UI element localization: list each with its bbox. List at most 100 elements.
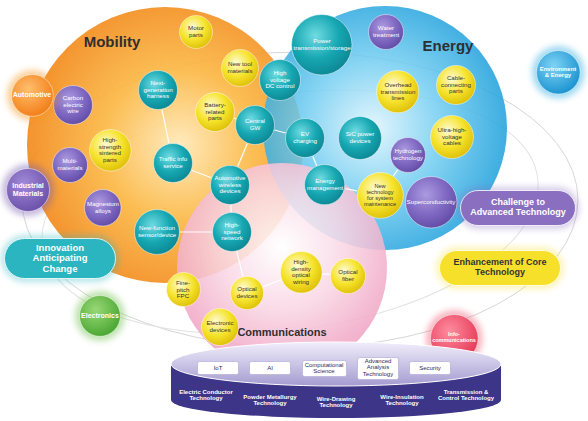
topic-label: Battery-related parts: [201, 102, 230, 122]
topic-circle: Cable-connecting parts: [436, 65, 476, 105]
topic-label: Overhead transmission lines: [380, 82, 415, 102]
circle-title: Mobility: [84, 34, 141, 50]
platform-box: IoT: [197, 361, 239, 375]
topic-label: Power transmission/storage: [293, 38, 350, 51]
topic-circle: Next-generation harness: [138, 70, 178, 110]
circle-fill: [53, 148, 88, 183]
topic-label: Automotive wireless devices: [215, 175, 246, 195]
topic-circle: Central GW: [235, 105, 275, 145]
pill-fill: [440, 251, 561, 286]
circle-fill: [437, 66, 476, 105]
platform-label: Security: [412, 365, 448, 371]
circle-fill: [339, 117, 382, 160]
topic-label: Cable-connecting parts: [441, 75, 471, 95]
circle-fill: [369, 15, 404, 50]
glow-halo: [7, 70, 58, 121]
topic-label: New tool materials: [226, 61, 254, 74]
core-technology-label: Wire-Drawing Technology: [303, 396, 369, 409]
field-circle: Environment & Energy: [536, 50, 581, 95]
circle-fill: [391, 138, 426, 173]
circle-fill: [196, 93, 235, 132]
topic-circle: Superconductivity: [405, 176, 457, 228]
field-label: Electronics: [81, 312, 119, 320]
technology-pedestal: IoT AI Computational Science Advanced Analy…: [168, 340, 504, 421]
topic-circle: High-strength sintered parts: [89, 129, 132, 172]
platform-box: Computational Science: [302, 360, 347, 377]
circle-fill: [305, 165, 345, 205]
topic-circle: New tool materials: [221, 49, 259, 87]
circle-fill: [213, 213, 252, 252]
topic-circle: Hydrogen technology: [390, 137, 426, 173]
topic-label: Magnesium alloys: [87, 201, 119, 214]
pedestal-top: [171, 342, 501, 386]
topic-circle: Automotive wireless devices: [210, 165, 250, 205]
topic-label: Multi-materials: [57, 158, 83, 171]
glow-halo: [75, 291, 125, 341]
platform-label: Computational Science: [305, 362, 344, 375]
circle-fill: [166, 273, 200, 307]
topic-circle: Water treatment: [368, 14, 404, 50]
topic-circle: Battery-related parts: [195, 92, 235, 132]
circle-fill: [139, 71, 178, 110]
topic-label: High-speed network: [218, 222, 247, 242]
theme-label: Enhancement of Core Technology: [449, 258, 551, 277]
topic-label: Next-generation harness: [144, 80, 173, 100]
circle-fill: [54, 86, 93, 125]
topic-circle: Motor parts: [179, 15, 213, 49]
theme-pill: Challenge to Advanced Technology: [460, 190, 576, 226]
topic-label: Fine-pitch FPC: [171, 280, 196, 300]
box-fill: [410, 362, 451, 375]
topic-label: Ultra-high-voltage cables: [436, 127, 468, 147]
circle-fill: [202, 309, 239, 346]
topic-circle: High-speed network: [212, 212, 252, 252]
theme-pill: Innovation Anticipating Change: [4, 238, 116, 279]
field-label: Info-communications: [432, 332, 476, 344]
theme-pill: Enhancement of Core Technology: [439, 250, 561, 286]
platform-box: AI: [249, 361, 291, 375]
topic-circle: Carbon electric wire: [53, 85, 93, 125]
topic-circle: Electronic devices: [201, 308, 239, 346]
topic-label: Superconductivity: [406, 199, 455, 206]
topic-label: New technology for system maintenance: [364, 183, 396, 207]
topic-circle: Overhead transmission lines: [376, 70, 419, 113]
glow-halo: [436, 247, 564, 289]
core-technology-label: Electric Conductor Technology: [173, 389, 239, 402]
topic-label: EV charging: [291, 131, 320, 144]
topic-circle: Energy management: [304, 164, 345, 205]
platform-box: Security: [409, 361, 451, 375]
glow-halo: [1, 235, 119, 282]
field-label: Environment & Energy: [539, 66, 576, 79]
circle-fill: [211, 166, 250, 205]
circle-fill: [431, 116, 474, 159]
topic-label: New-function sensor/device: [138, 225, 176, 238]
topic-label: High voltage DC control: [265, 70, 295, 90]
core-technology-label: Transmission & Control Technology: [433, 389, 499, 402]
topic-label: Water treatment: [373, 25, 399, 38]
platform-label: AI: [252, 365, 288, 371]
box-fill: [250, 362, 291, 375]
circle-fill: [292, 15, 352, 75]
box-fill: [302, 360, 346, 376]
topic-circle: Magnesium alloys: [84, 189, 122, 227]
technology-pedestal-shape: [168, 340, 504, 421]
pill-fill: [461, 191, 576, 226]
circle-fill: [11, 74, 53, 116]
topic-circle: New-function sensor/device: [134, 209, 180, 255]
platform-box: Advanced Analysis Technology: [357, 357, 399, 380]
circle-title: Energy: [423, 38, 474, 54]
core-technology-label: Powder Metallurgy Technology: [237, 394, 303, 407]
circle-fill: [177, 163, 387, 373]
box-fill: [198, 362, 239, 375]
circle-title: Communications: [237, 327, 326, 339]
theme-label: Innovation Anticipating Change: [14, 243, 106, 274]
platform-label: IoT: [200, 365, 236, 371]
topic-circle: High voltage DC control: [259, 59, 301, 101]
circle-fill: [405, 176, 456, 227]
topic-circle: High-density optical wiring: [280, 251, 323, 294]
circle-fill: [286, 119, 325, 158]
topic-circle: SiC power devices: [338, 116, 382, 160]
circle-fill: [85, 190, 122, 227]
circle-fill: [331, 259, 366, 294]
circle-fill: [236, 106, 275, 145]
